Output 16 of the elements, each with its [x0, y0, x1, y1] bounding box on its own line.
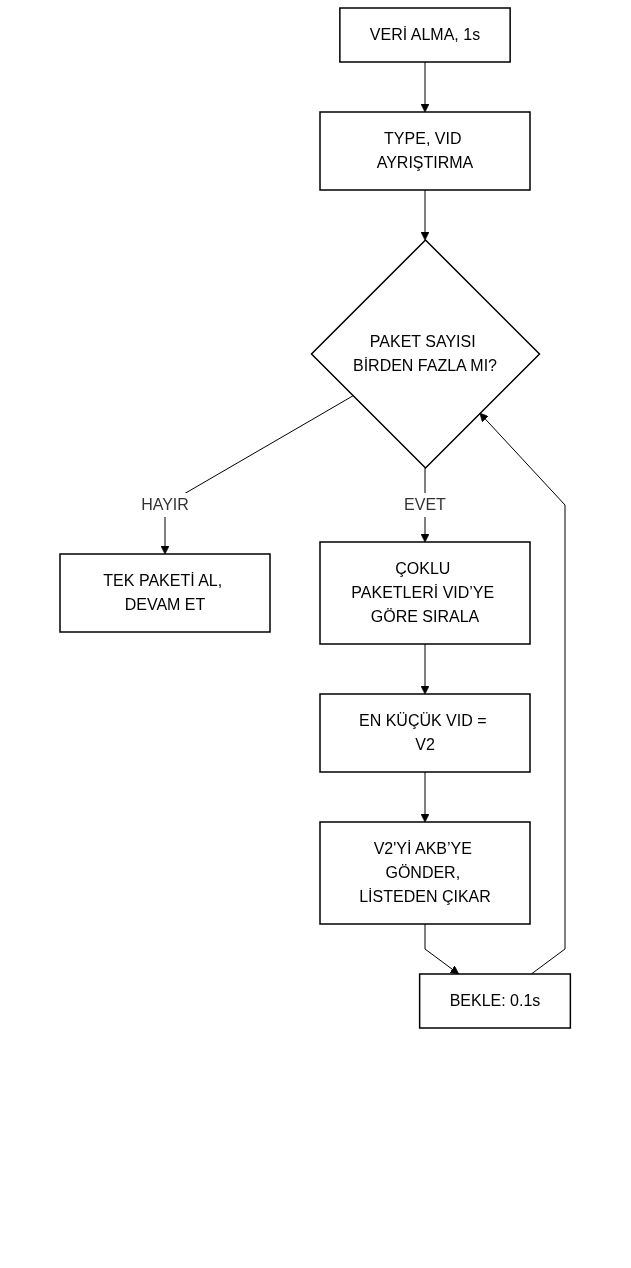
- arrow: [424, 923, 460, 975]
- node-box: TEK PAKETİ AL, DEVAM ET: [59, 553, 272, 633]
- node-box: VERİ ALMA, 1s: [339, 7, 512, 63]
- node-box: EN KÜÇÜK VID = V2: [319, 693, 532, 773]
- node-box: V2'Yİ AKB’YE GÖNDER, LİSTEDEN ÇIKAR: [319, 821, 532, 925]
- edge-label: EVET: [404, 496, 447, 513]
- arrow: [420, 643, 430, 695]
- node-box: BEKLE: 0.1s: [419, 973, 572, 1029]
- node-diamond: PAKET SAYISI BİRDEN FAZLA MI?: [310, 238, 541, 470]
- node-box: ÇOKLU PAKETLERİ VID’YE GÖRE SIRALA: [319, 541, 532, 645]
- arrow: [420, 61, 430, 113]
- arrow: [420, 771, 430, 823]
- node-box: TYPE, VID AYRIŞTIRMA: [319, 111, 532, 191]
- edge-label: HAYIR: [141, 496, 190, 513]
- arrow: [420, 189, 430, 241]
- arrow: [479, 412, 566, 975]
